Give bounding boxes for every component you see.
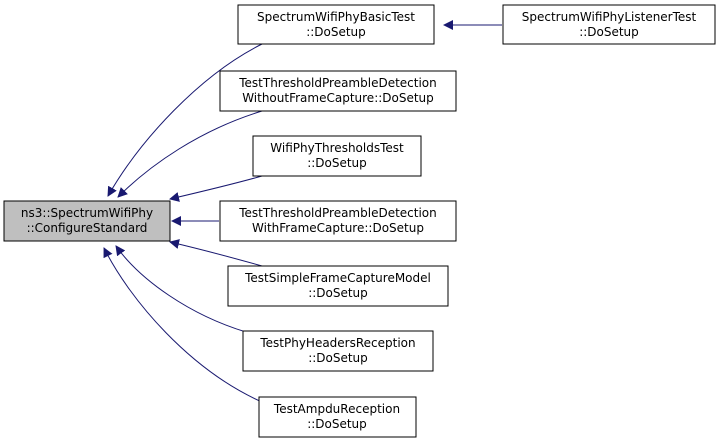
node-label-line1: WifiPhyThresholdsTest [270, 141, 404, 155]
edge-headers-to-configure [115, 245, 247, 333]
node-wifi-phy-thresholds-test[interactable]: WifiPhyThresholdsTest ::DoSetup [252, 135, 422, 177]
edge-thresholds-to-configure [169, 175, 263, 202]
node-label-line1: TestPhyHeadersReception [259, 336, 415, 350]
node-label-line2: ::DoSetup [306, 25, 366, 39]
node-label-line2: ::DoSetup [579, 25, 639, 39]
node-label-line2: WithoutFrameCapture::DoSetup [242, 91, 434, 105]
node-threshold-with-frame-capture[interactable]: TestThresholdPreambleDetection WithFrame… [219, 200, 457, 242]
node-label-line2: ::ConfigureStandard [27, 221, 148, 235]
edge-simple-to-configure [169, 239, 263, 267]
edge-basic-to-configure [107, 43, 263, 197]
node-label-line2: WithFrameCapture::DoSetup [252, 221, 424, 235]
node-label-line1: TestThresholdPreambleDetection [238, 76, 437, 90]
node-label-line1: TestSimpleFrameCaptureModel [244, 271, 431, 285]
node-phy-headers-reception[interactable]: TestPhyHeadersReception ::DoSetup [242, 330, 434, 372]
node-configure-standard[interactable]: ns3::SpectrumWifiPhy ::ConfigureStandard [3, 200, 171, 242]
edge-wofc-to-configure [117, 110, 263, 198]
node-label-line1: TestThresholdPreambleDetection [238, 206, 437, 220]
node-ampdu-reception[interactable]: TestAmpduReception ::DoSetup [258, 396, 417, 438]
node-spectrum-wifi-phy-basic-test[interactable]: SpectrumWifiPhyBasicTest ::DoSetup [237, 4, 435, 45]
edge-ampdu-to-configure [103, 247, 263, 403]
edges [103, 20, 502, 403]
node-spectrum-wifi-phy-listener-test[interactable]: SpectrumWifiPhyListenerTest ::DoSetup [502, 4, 716, 45]
node-label-line1: ns3::SpectrumWifiPhy [21, 206, 153, 220]
node-label-line1: TestAmpduReception [273, 402, 400, 416]
node-label-line1: SpectrumWifiPhyListenerTest [522, 10, 697, 24]
node-label-line2: ::DoSetup [308, 286, 368, 300]
node-threshold-without-frame-capture[interactable]: TestThresholdPreambleDetection WithoutFr… [219, 70, 457, 112]
node-label-line2: ::DoSetup [308, 351, 368, 365]
node-label-line2: ::DoSetup [307, 417, 367, 431]
node-label-line1: SpectrumWifiPhyBasicTest [257, 10, 415, 24]
node-simple-frame-capture-model[interactable]: TestSimpleFrameCaptureModel ::DoSetup [227, 265, 449, 307]
node-label-line2: ::DoSetup [307, 156, 367, 170]
